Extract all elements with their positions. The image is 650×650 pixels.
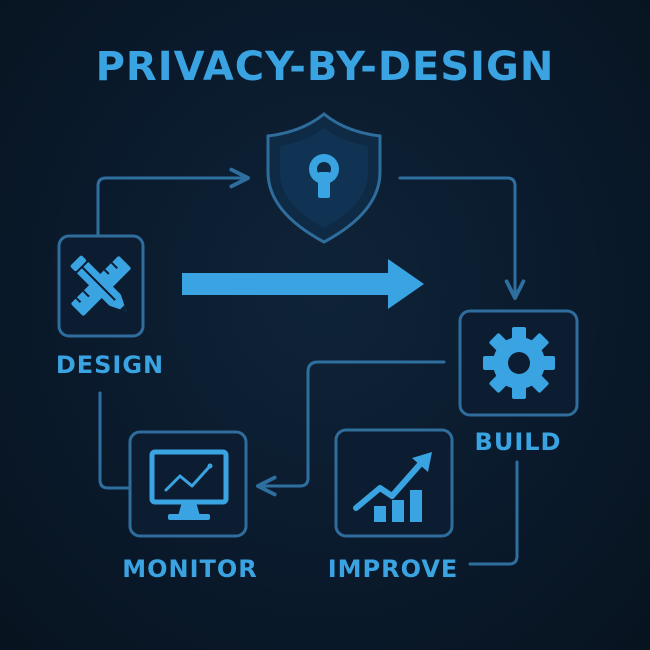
- gear-icon: [483, 327, 555, 399]
- connector-privacy-to-build: [398, 176, 526, 300]
- monitor-node: [128, 430, 248, 538]
- monitor-chart-icon: [149, 449, 229, 520]
- build-label: BUILD: [474, 428, 562, 456]
- improve-label: IMPROVE: [327, 555, 459, 583]
- connector-build-to-monitor: [256, 360, 446, 497]
- improve-node: [334, 428, 454, 538]
- build-node: [458, 309, 579, 417]
- pencil-ruler-icon: [70, 255, 131, 316]
- main-flow-arrow: [182, 259, 424, 309]
- connector-design-to-monitor: [98, 391, 130, 490]
- connector-design-to-privacy: [96, 167, 250, 237]
- connector-build-to-improve: [468, 460, 519, 566]
- design-label: DESIGN: [55, 351, 165, 379]
- diagram-title: PRIVACY-BY-DESIGN: [95, 44, 555, 90]
- growth-chart-icon: [353, 452, 432, 522]
- privacy-node: [266, 112, 382, 244]
- shield-keyhole-icon: [266, 112, 382, 244]
- monitor-label: MONITOR: [122, 555, 258, 583]
- design-node: [57, 234, 145, 338]
